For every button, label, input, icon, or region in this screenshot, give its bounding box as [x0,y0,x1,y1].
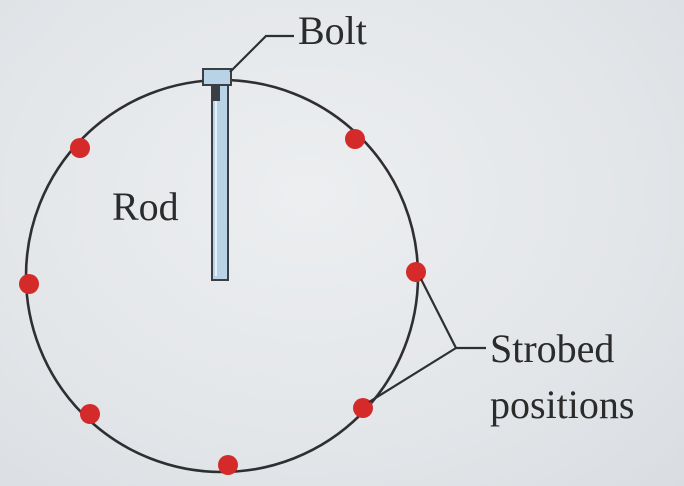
rod-label: Rod [112,184,179,229]
bolt [202,68,232,86]
strobe-dot [70,138,90,158]
strobed-label-line2: positions [490,382,634,427]
strobed-leader-line-lower [368,347,457,403]
strobe-dot [345,129,365,149]
strobe-dot [19,274,39,294]
strobe-dot [218,455,238,475]
bolt-label: Bolt [298,8,367,53]
strobed-label-line1: Strobed [490,326,614,371]
bolt-leader-line [229,34,294,73]
bolt-pin [212,85,220,101]
strobed-leader-line [420,278,486,350]
strobed-dots [19,129,426,475]
rod [211,83,229,281]
strobe-dot [80,404,100,424]
strobe-dot [406,262,426,282]
strobe-dot [353,398,373,418]
